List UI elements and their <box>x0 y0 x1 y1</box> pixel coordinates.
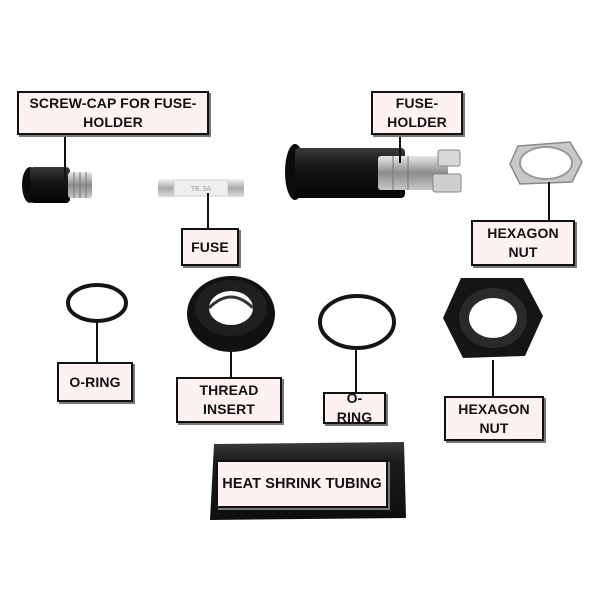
label-screw-cap: SCREW-CAP FOR FUSE-HOLDER <box>17 91 209 135</box>
leader-hexagon-nut-top <box>548 182 550 220</box>
thread-insert-part <box>187 276 275 352</box>
fuse-holder-part <box>285 144 462 200</box>
leader-o-ring-middle <box>355 350 357 394</box>
label-hexagon-nut-bottom: HEXAGON NUT <box>444 396 544 441</box>
leader-hexagon-nut-bottom <box>492 360 494 398</box>
label-fuse-holder: FUSE-HOLDER <box>371 91 463 135</box>
leader-thread-insert <box>230 350 232 380</box>
label-o-ring-left: O-RING <box>57 362 133 402</box>
leader-fuse-holder <box>399 133 401 163</box>
hexagon-nut-bottom-part <box>443 278 543 358</box>
label-thread-insert: THREAD INSERT <box>176 377 282 423</box>
hexagon-nut-top-part <box>509 141 583 185</box>
o-ring-left-part <box>66 283 128 323</box>
leader-screw-cap <box>64 133 66 179</box>
label-fuse: FUSE <box>181 228 239 266</box>
label-o-ring-middle: O-RING <box>323 390 386 425</box>
leader-fuse <box>207 193 209 230</box>
fuse-part: T6.3A <box>158 179 244 197</box>
fuse-marking: T6.3A <box>190 185 211 193</box>
label-hexagon-nut-top: HEXAGON NUT <box>471 220 575 266</box>
label-heat-shrink-tubing: HEAT SHRINK TUBING <box>216 460 388 508</box>
o-ring-middle-part <box>318 294 396 350</box>
leader-o-ring-left <box>96 322 98 364</box>
screw-cap-part <box>22 167 92 203</box>
